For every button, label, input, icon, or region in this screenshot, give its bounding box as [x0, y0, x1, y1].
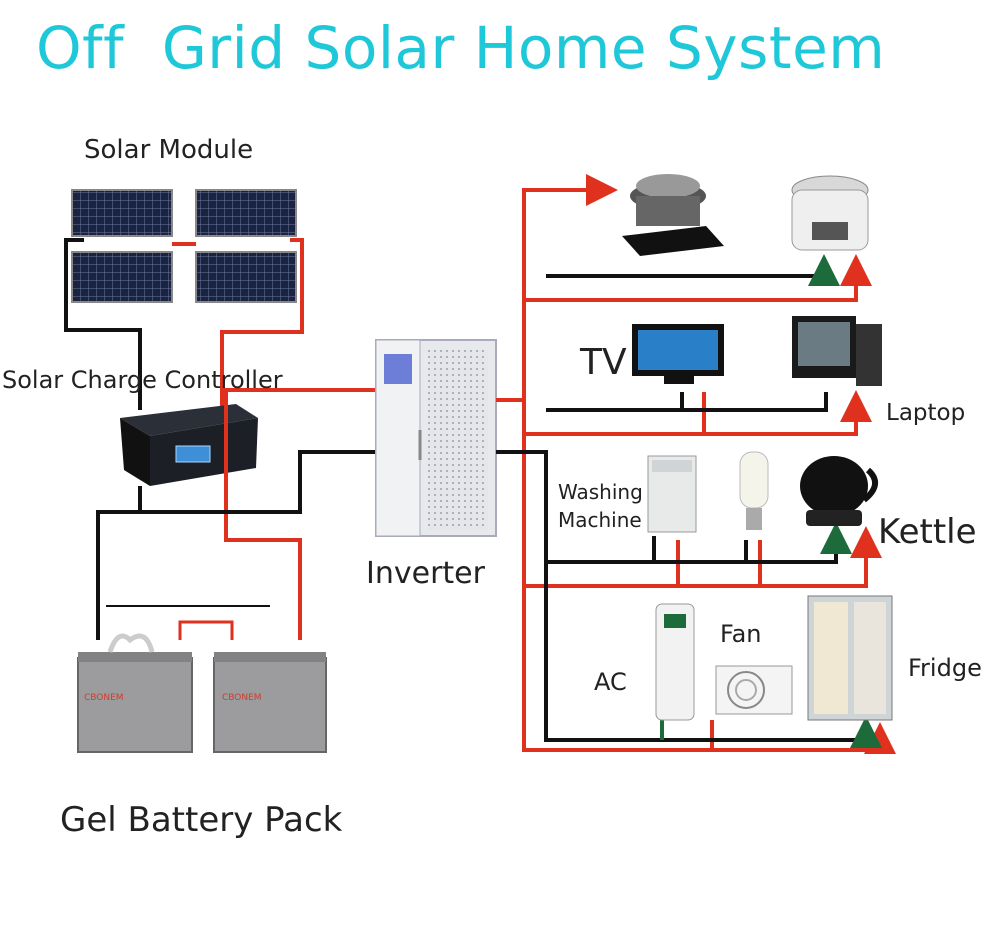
ac-label: AC — [594, 668, 627, 696]
rice-cooker-icon — [791, 175, 869, 251]
charge-controller-label: Solar Charge Controller — [2, 366, 283, 394]
battery-icon — [77, 620, 327, 753]
tv-label: TV — [580, 342, 627, 383]
fridge-icon — [807, 595, 893, 721]
desktop-computer-icon — [792, 316, 882, 386]
inverter-cabinet-icon — [375, 339, 497, 537]
fridge-label: Fridge — [908, 654, 982, 682]
lamp-icon — [739, 451, 769, 530]
washing-machine-label-line1: Washing — [558, 480, 643, 504]
tv-icon — [632, 324, 724, 384]
fan-icon — [715, 665, 793, 715]
washing-machine-label: Washing Machine — [558, 478, 643, 534]
page-title: Off Grid Solar Home System — [36, 14, 886, 82]
kettle-icon — [800, 456, 878, 526]
fan-label: Fan — [720, 620, 762, 648]
washing-machine-label-line2: Machine — [558, 508, 642, 532]
inverter-label: Inverter — [366, 556, 485, 591]
laptop-label: Laptop — [886, 400, 966, 426]
battery-brand-2: CBONEM — [222, 693, 262, 703]
charge-controller-icon — [120, 404, 258, 486]
kettle-label: Kettle — [878, 512, 977, 552]
battery-brand-1: CBONEM — [84, 693, 124, 703]
induction-cooker-icon — [622, 174, 724, 256]
solar-panel-icon — [71, 189, 297, 303]
washing-machine-icon — [647, 455, 697, 533]
solar-module-label: Solar Module — [84, 135, 254, 165]
battery-pack-label: Gel Battery Pack — [60, 800, 343, 840]
air-conditioner-icon — [655, 603, 695, 721]
